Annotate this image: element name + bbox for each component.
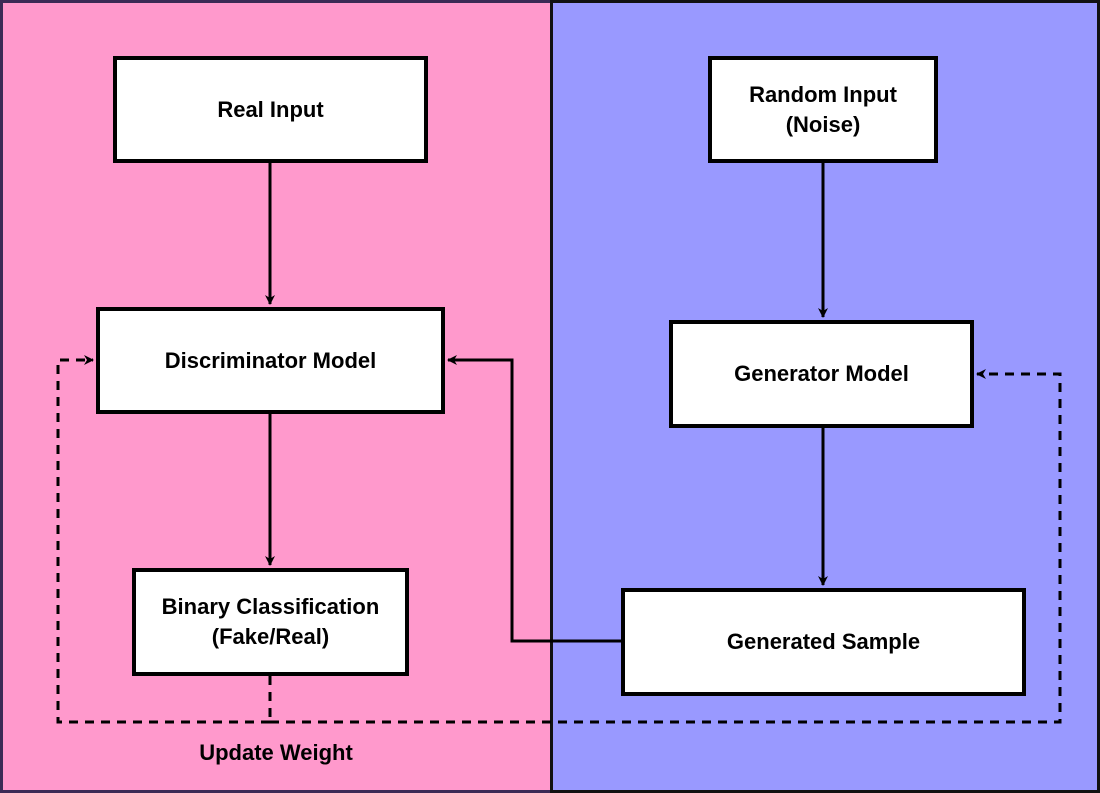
generator-model-node: Generator Model <box>669 320 974 428</box>
generated-sample-node: Generated Sample <box>621 588 1026 696</box>
arrow-sample-to-discriminator <box>447 355 621 643</box>
random-input-node: Random Input (Noise) <box>708 56 938 163</box>
update-weight-label: Update Weight <box>199 740 353 765</box>
feedback-to-discriminator <box>56 355 270 724</box>
real-input-node: Real Input <box>113 56 428 163</box>
discriminator-model-node: Discriminator Model <box>96 307 445 414</box>
feedback-to-generator <box>270 369 1062 724</box>
binary-classification-node: Binary Classification (Fake/Real) <box>132 568 409 676</box>
